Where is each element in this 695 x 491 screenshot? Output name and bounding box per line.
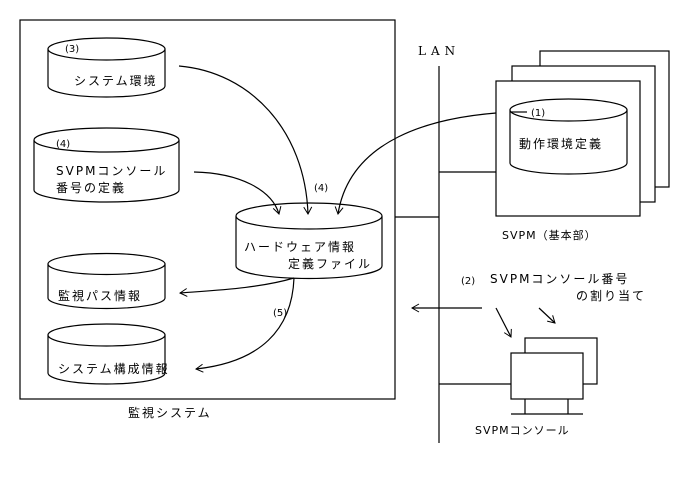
- console-assign-line1: SVPMコンソール番号: [490, 272, 630, 286]
- arrow-op-env-to-hw: [334, 111, 512, 215]
- arrow-assign-to-console: [495, 307, 512, 338]
- arrow-hw-to-monitor-path: [178, 277, 295, 297]
- svpm-console-caption: SVPMコンソール: [475, 424, 570, 437]
- system-env-label: システム環境: [74, 74, 158, 88]
- arrow-console-def-to-hw: [193, 171, 282, 215]
- console-def-line1: SVPMコンソール: [56, 164, 168, 178]
- system-env-number: (3): [65, 44, 80, 55]
- monitor-path-label: 監視パス情報: [58, 289, 143, 303]
- op-env-label: 動作環境定義: [519, 137, 604, 151]
- svpm-caption: SVPM（基本部）: [502, 229, 597, 242]
- op-env-number: (1): [531, 108, 546, 119]
- hw-arrow-label: (4): [314, 183, 329, 194]
- op-env-cylinder: [509, 98, 628, 175]
- console-def-line2: 番号の定義: [56, 181, 127, 195]
- arrow-hw-to-system-config: [194, 277, 295, 373]
- hw-info-cylinder: [235, 202, 383, 280]
- system-env-cylinder: [47, 37, 166, 98]
- system-config-label: システム構成情報: [58, 362, 170, 376]
- arrow-assign-to-console-2: [538, 307, 556, 324]
- console-def-number: (4): [56, 139, 71, 150]
- console-box-front: [510, 352, 584, 400]
- monitoring-system-box: [19, 19, 396, 400]
- hw-info-line1: ハードウェア情報: [244, 240, 357, 254]
- lan-label: LAN: [418, 44, 461, 58]
- system-config-cylinder: [47, 323, 166, 385]
- monitor-path-cylinder: [47, 252, 166, 310]
- monitoring-system-caption: 監視システム: [128, 406, 212, 420]
- arrow-system-env-to-hw: [178, 65, 313, 216]
- console-assign-line2: の割り当て: [576, 289, 647, 303]
- output-arrow-label: (5): [273, 308, 288, 319]
- hw-info-line2: 定義ファイル: [288, 257, 373, 271]
- console-assign-number: (2): [461, 276, 476, 287]
- console-def-cylinder: [33, 127, 180, 203]
